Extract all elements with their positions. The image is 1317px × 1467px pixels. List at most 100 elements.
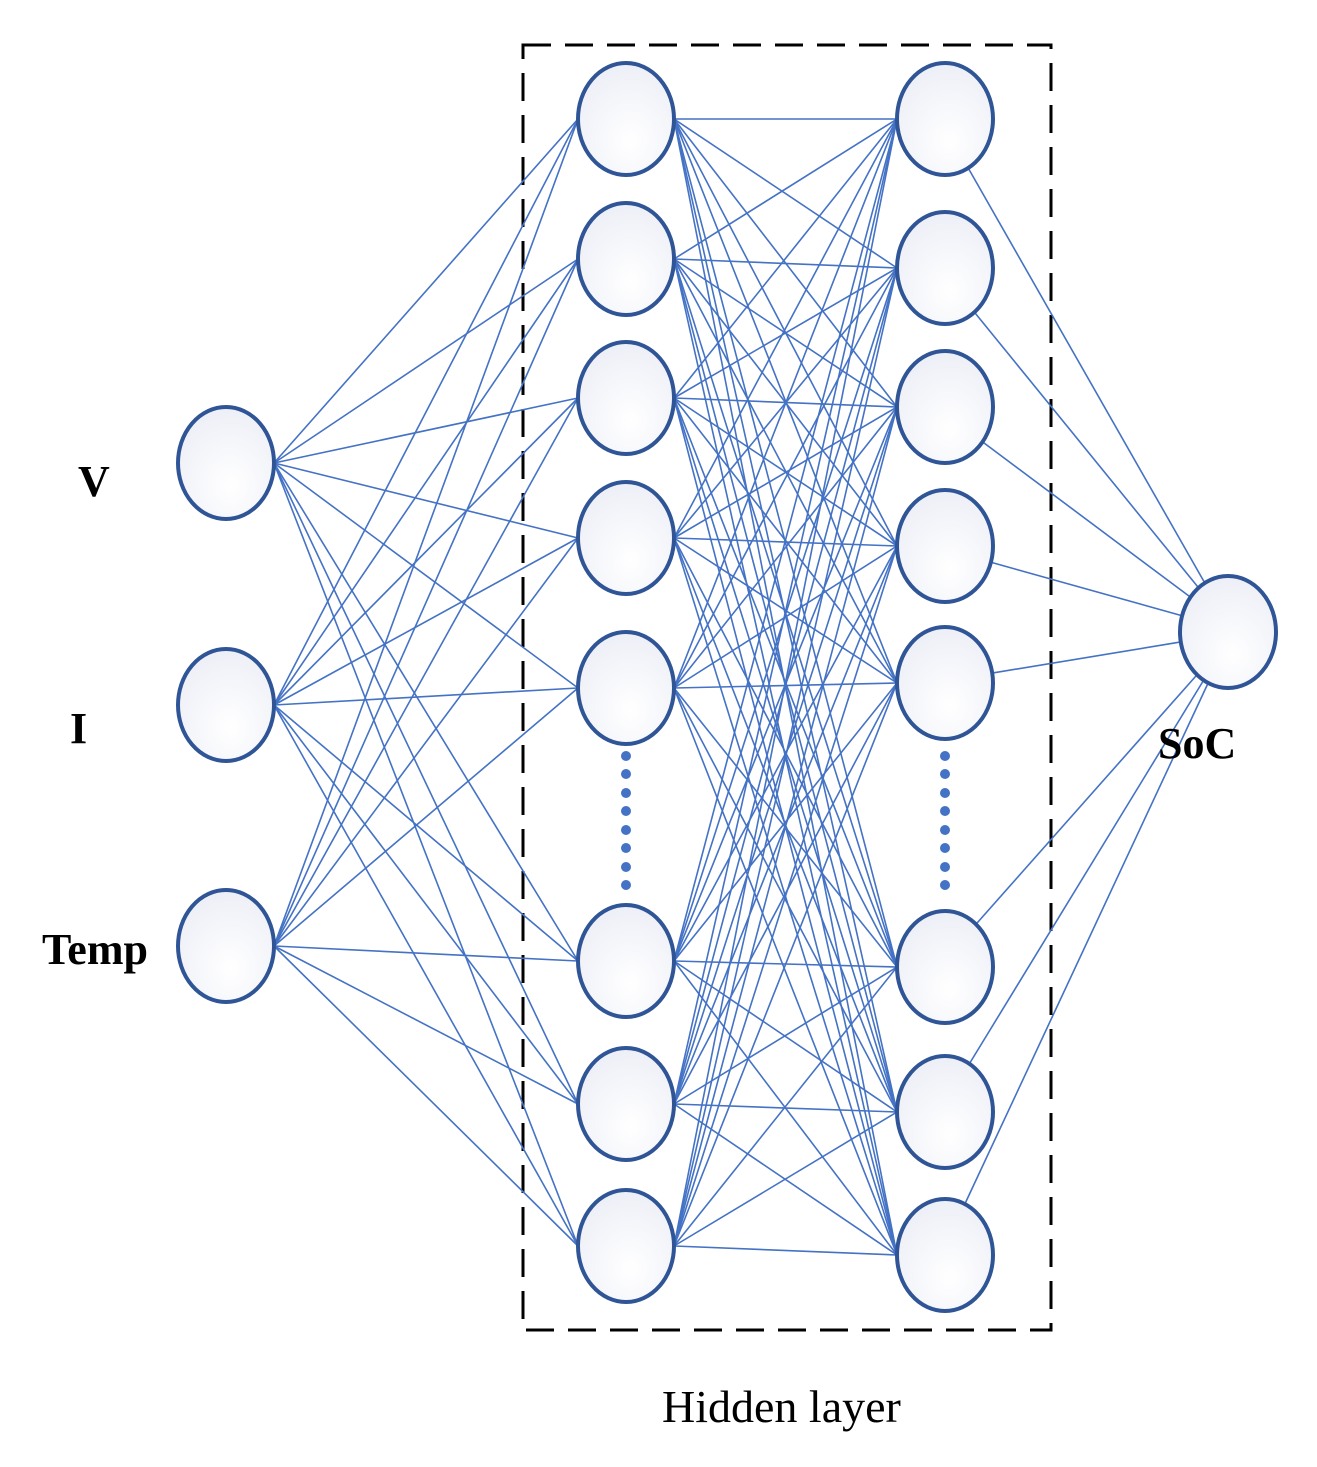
ellipsis-dot (940, 843, 950, 853)
connection-hidden2-output (973, 311, 1200, 589)
connection-hidden1-hidden2 (673, 406, 898, 539)
connection-hidden1-hidden2 (673, 258, 898, 684)
connection-input-hidden1 (273, 397, 579, 947)
connection-hidden1-hidden2 (673, 118, 898, 260)
hidden2-node (895, 1054, 995, 1170)
connection-hidden2-output (975, 674, 1198, 925)
connection-hidden1-hidden2 (673, 682, 898, 1247)
hidden1-node (576, 480, 676, 596)
hidden1-node (576, 1188, 676, 1304)
connection-input-hidden1 (273, 687, 579, 947)
connection-hidden2-output (990, 561, 1183, 617)
connection-input-hidden1 (273, 118, 579, 464)
input-node (176, 647, 276, 763)
hidden1-node (576, 1046, 676, 1162)
connection-input-hidden1 (273, 462, 579, 539)
connection-input-hidden1 (273, 118, 579, 947)
ellipsis-dot (621, 769, 631, 779)
connection-input-hidden1 (273, 462, 579, 1247)
connection-input-hidden1 (273, 537, 579, 947)
ellipsis-dot (940, 788, 950, 798)
connection-input-hidden1 (273, 945, 579, 1105)
connection-hidden1-hidden2 (673, 118, 898, 962)
connection-input-hidden1 (273, 945, 579, 962)
hidden2-node (895, 1197, 995, 1313)
connection-input-hidden1 (273, 462, 579, 689)
connection-input-hidden1 (273, 258, 579, 947)
connection-input-hidden1 (273, 118, 579, 706)
connection-hidden1-hidden2 (673, 258, 898, 269)
connection-input-hidden1 (273, 462, 579, 1105)
connection-hidden1-hidden2 (673, 687, 898, 1113)
connection-input-hidden1 (273, 462, 579, 962)
connection-hidden1-hidden2 (673, 267, 898, 689)
hidden2-node (895, 625, 995, 741)
ellipsis-dot (940, 825, 950, 835)
connection-hidden1-hidden2 (673, 118, 898, 399)
ellipsis-dot (621, 825, 631, 835)
connection-input-hidden1 (273, 537, 579, 706)
connection-input-hidden1 (273, 687, 579, 706)
connection-hidden1-hidden2 (673, 118, 898, 684)
ellipsis-dot (940, 751, 950, 761)
connection-input-hidden1 (273, 397, 579, 464)
hidden1-node (576, 903, 676, 1019)
output-node (1178, 574, 1278, 690)
ellipsis-dot (621, 880, 631, 890)
connection-hidden2-output (964, 682, 1209, 1205)
connection-input-hidden1 (273, 397, 579, 706)
connection-hidden1-hidden2 (673, 406, 898, 689)
connection-hidden2-output (967, 167, 1206, 584)
input-node (176, 405, 276, 521)
connection-hidden1-hidden2 (673, 118, 898, 689)
connection-input-hidden1 (273, 258, 579, 464)
hidden2-node (895, 210, 995, 326)
input-label-temp: Temp (42, 925, 148, 974)
connection-input-hidden1 (273, 704, 579, 1247)
ellipsis-dot (621, 806, 631, 816)
output-label-soc: SoC (1158, 719, 1237, 768)
hidden1-node (576, 630, 676, 746)
connection-hidden1-hidden2 (673, 118, 898, 1247)
hidden2-node (895, 488, 995, 604)
connection-hidden1-hidden2 (673, 406, 898, 1247)
hidden-layer-label: Hidden layer (662, 1381, 901, 1432)
hidden-layer-box (521, 43, 1053, 1332)
hidden1-node (576, 201, 676, 317)
connection-hidden1-hidden2 (673, 1111, 898, 1247)
connection-input-hidden1 (273, 704, 579, 962)
ellipsis-dot (940, 806, 950, 816)
connection-hidden1-hidden2 (673, 118, 898, 269)
hidden1-node (576, 340, 676, 456)
ellipsis-dot (621, 862, 631, 872)
ellipsis-dot (940, 880, 950, 890)
connection-input-hidden1 (273, 258, 579, 706)
connection-hidden1-hidden2 (673, 1245, 898, 1256)
connection-hidden1-hidden2 (673, 966, 898, 1247)
hidden2-node (895, 349, 995, 465)
input-label-v: V (78, 457, 110, 506)
ellipsis-dot (621, 788, 631, 798)
input-label-i: I (70, 704, 88, 753)
connection-hidden1-hidden2 (673, 267, 898, 1247)
ellipsis-dot (940, 769, 950, 779)
connection-hidden2-output (968, 679, 1205, 1065)
connection-hidden2-output (992, 641, 1181, 674)
connection-input-hidden1 (273, 704, 579, 1105)
connection-hidden2-output (982, 441, 1191, 598)
connection-hidden1-hidden2 (673, 545, 898, 1247)
connections (273, 118, 1209, 1256)
connection-hidden1-hidden2 (673, 687, 898, 1256)
input-node (176, 888, 276, 1004)
ellipsis-dot (621, 751, 631, 761)
connection-hidden1-hidden2 (673, 682, 898, 962)
hidden1-node (576, 61, 676, 177)
connection-hidden1-hidden2 (673, 118, 898, 1105)
connection-hidden1-hidden2 (673, 118, 898, 539)
connection-hidden1-hidden2 (673, 267, 898, 399)
connection-input-hidden1 (273, 945, 579, 1247)
ellipsis-dots (621, 751, 950, 890)
hidden2-node (895, 909, 995, 1025)
nodes (176, 61, 1278, 1313)
